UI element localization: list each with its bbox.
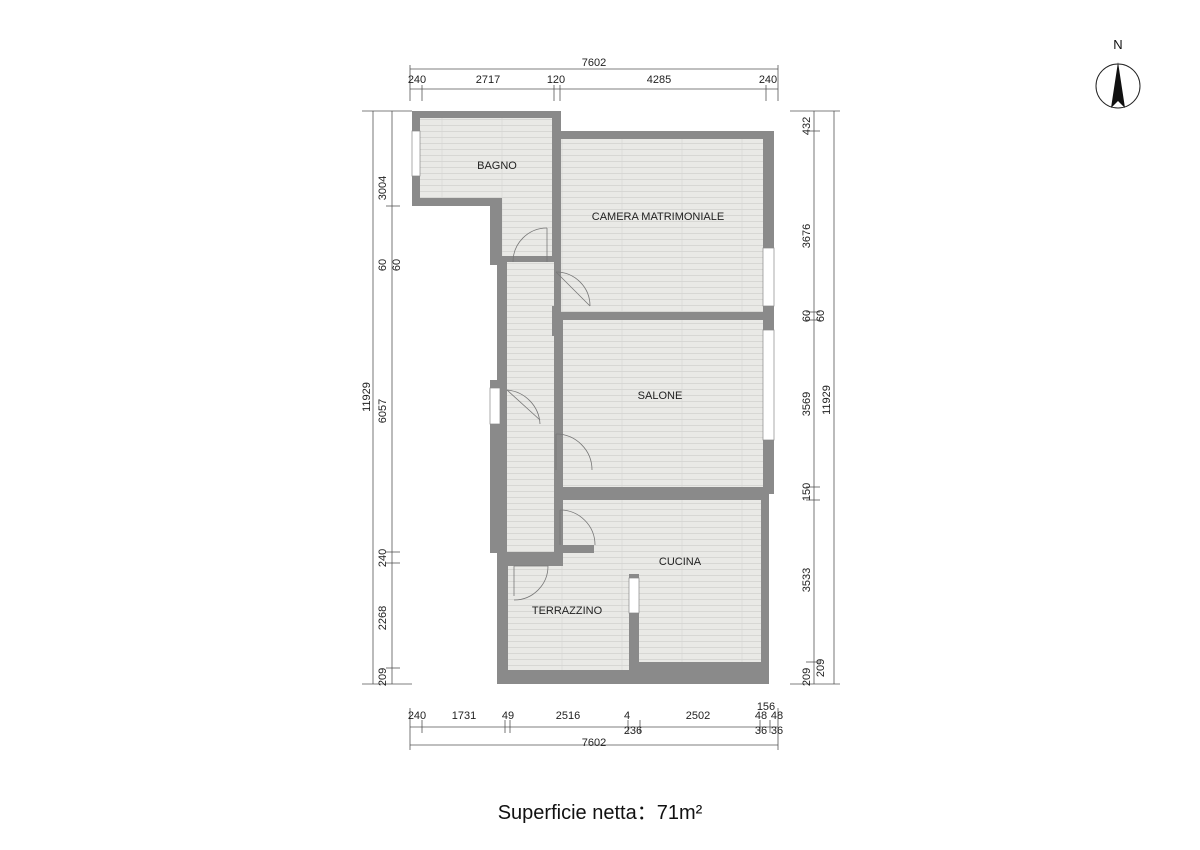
partitions (497, 111, 774, 684)
dim-left-seg: 240 (377, 549, 389, 567)
room-label-camera: CAMERA MATRIMONIALE (592, 211, 724, 223)
dim-left-seg: 60 (377, 259, 389, 271)
dim-bottom-total: 7602 (582, 737, 606, 749)
dim-left-seg: 6057 (377, 399, 389, 423)
dim-top-seg: 2717 (476, 74, 500, 86)
net-area-label: Superficie netta：71m² (497, 802, 703, 824)
dim-right-seg: 3533 (801, 568, 813, 592)
dim-right-seg: 3569 (801, 392, 813, 416)
room-label-salone: SALONE (638, 390, 683, 402)
windows (411, 130, 775, 614)
dim-bottom-seg: 2502 (686, 710, 710, 722)
doors (506, 227, 596, 601)
dim-bottom-seg: 240 (408, 710, 426, 722)
dim-right-seg: 209 (801, 668, 813, 686)
dim-bottom-seg: 2516 (556, 710, 580, 722)
north-arrow-icon (1111, 62, 1125, 108)
dim-top-total: 7602 (582, 57, 606, 69)
dim-right-seg: 60 (815, 310, 827, 322)
dim-top-seg: 120 (547, 74, 565, 86)
room-labels: BAGNO CAMERA MATRIMONIALE SALONE CUCINA … (477, 160, 724, 617)
dim-bottom-extra: 48 (771, 710, 783, 722)
floors (420, 118, 763, 670)
dim-bottom-extra: 36 (771, 725, 783, 737)
dim-right-seg: 209 (815, 659, 827, 677)
dim-right-seg: 432 (801, 117, 813, 135)
dim-left-seg: 3004 (377, 176, 389, 200)
bottom-dimensions: 240 1731 49 2516 4 2502 236 156 48 48 36… (408, 701, 783, 750)
dim-bottom-seg: 49 (502, 710, 514, 722)
room-label-bagno: BAGNO (477, 160, 517, 172)
compass: N (1095, 37, 1141, 109)
dim-right-total: 11929 (821, 385, 833, 415)
dim-right-seg: 60 (801, 310, 813, 322)
dim-top-seg: 4285 (647, 74, 671, 86)
dim-bottom-extra: 36 (755, 725, 767, 737)
dim-bottom-seg: 4 (624, 710, 630, 722)
dim-left-total: 11929 (361, 382, 373, 412)
room-label-terrazzino: TERRAZZINO (532, 605, 603, 617)
dim-bottom-seg: 1731 (452, 710, 476, 722)
dim-top-seg: 240 (759, 74, 777, 86)
room-label-cucina: CUCINA (659, 556, 702, 568)
dim-bottom-extra: 156 (757, 701, 775, 713)
left-dimensions: 11929 3004 60 60 6057 240 2268 209 (361, 110, 412, 686)
right-dimensions: 432 3676 60 60 3569 150 3533 209 209 119… (790, 110, 840, 686)
dim-right-seg: 3676 (801, 224, 813, 248)
compass-label: N (1113, 37, 1122, 52)
dim-bottom-extra: 48 (755, 710, 767, 722)
dim-right-seg: 150 (801, 483, 813, 501)
dim-left-seg: 209 (377, 668, 389, 686)
top-dimensions: 7602 240 2717 120 4285 240 (408, 57, 779, 101)
dim-top-seg: 240 (408, 74, 426, 86)
dim-left-seg: 2268 (377, 606, 389, 630)
dim-bottom-extra: 236 (624, 725, 642, 737)
dim-left-seg: 60 (391, 259, 403, 271)
